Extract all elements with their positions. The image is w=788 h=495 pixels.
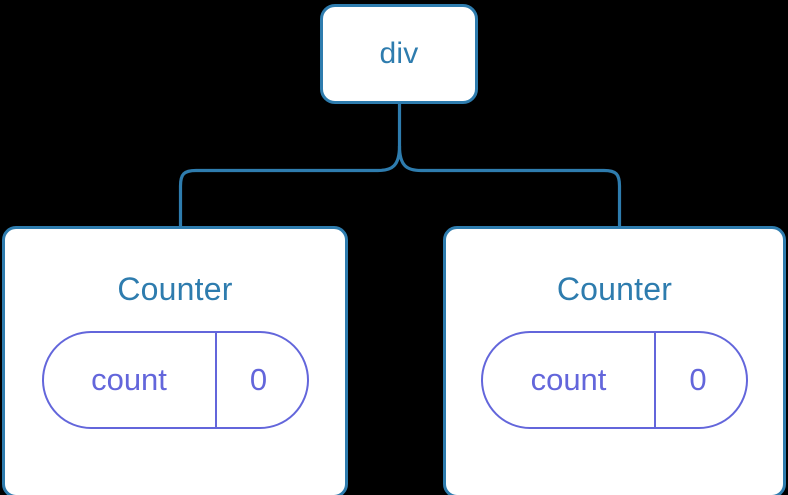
node-counter-left-label: Counter: [117, 271, 233, 307]
node-counter-left[interactable]: Counter count 0: [2, 226, 348, 495]
node-div-label: div: [379, 37, 419, 70]
edge-split-right: [397, 145, 604, 173]
state-pill-right[interactable]: count 0: [481, 331, 748, 429]
edge-right-elbow: [603, 168, 622, 228]
state-pill-left[interactable]: count 0: [41, 331, 309, 429]
state-value-left: 0: [249, 361, 268, 397]
state-value-right: 0: [689, 361, 707, 397]
edge-left-elbow: [178, 168, 197, 228]
state-key-left: count: [44, 333, 217, 427]
edge-split-left: [196, 145, 402, 173]
state-key-right: count: [483, 333, 656, 427]
node-counter-right[interactable]: Counter count 0: [443, 226, 786, 495]
node-counter-right-label: Counter: [556, 271, 673, 307]
node-div[interactable]: div: [320, 4, 478, 104]
